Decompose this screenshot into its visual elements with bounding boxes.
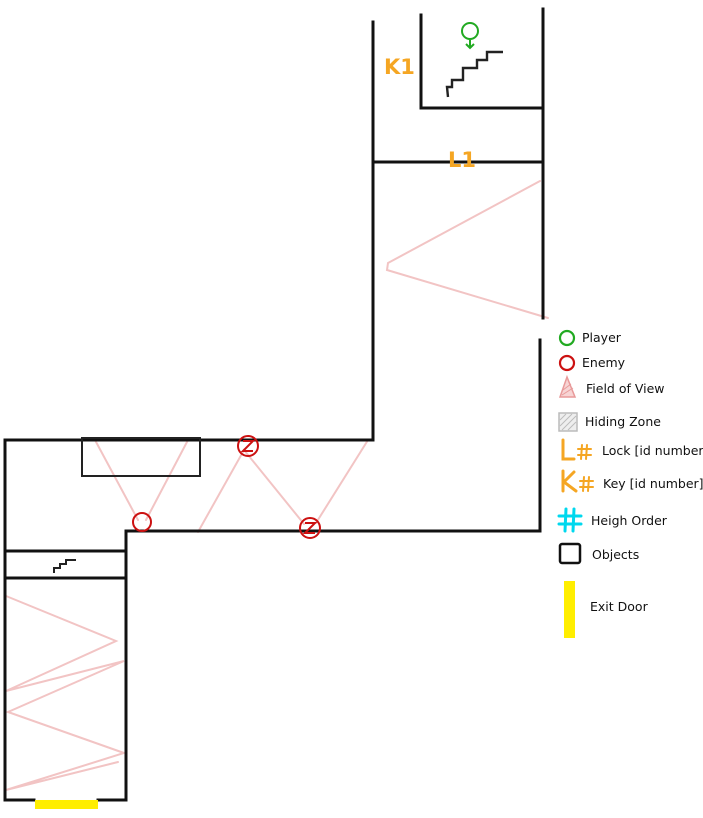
player-circle-icon (558, 329, 576, 347)
stairs-icon (445, 50, 503, 98)
legend-lock-label: Lock [id number] (602, 443, 703, 458)
fov-upper-room (385, 180, 549, 319)
lock-l-hash-icon (561, 438, 592, 461)
exit-door-bar-icon (564, 581, 575, 638)
sleeping-enemy-icon (299, 517, 321, 539)
legend-field-of-view-label: Field of View (586, 381, 665, 396)
legend-height-order-label: Heigh Order (591, 513, 667, 528)
legend-objects-label: Objects (592, 547, 640, 562)
legend-hiding-zone-label: Hiding Zone (585, 414, 661, 429)
key-label: K1 (384, 55, 415, 79)
field-of-view-cone-icon (558, 374, 577, 398)
legend-player-label: Player (582, 330, 621, 345)
legend-enemy-label: Enemy (582, 355, 626, 370)
lock-label: L1 (448, 148, 476, 172)
legend-key-label: Key [id number] (603, 476, 703, 491)
fov-corridor-enemy-2 (197, 448, 305, 533)
legend-icons (557, 329, 594, 638)
height-order-hash-icon (557, 507, 583, 533)
exit-door (35, 800, 98, 809)
enemy-circle-icon (558, 354, 576, 372)
enemy-icon (132, 512, 152, 532)
hiding-zone-hatched-square-icon (558, 412, 578, 432)
sleeping-enemy-icon (237, 435, 259, 457)
corridor-object (81, 437, 201, 477)
key-k-hash-icon (561, 469, 594, 493)
fov-lower-room (5, 595, 128, 791)
stairs-icon (53, 559, 76, 573)
walls (3, 7, 545, 802)
fields-of-view (5, 180, 549, 791)
legend-exit-door-label: Exit Door (590, 599, 648, 614)
fov-corridor-enemy-3 (315, 439, 369, 524)
player-icon (461, 22, 479, 50)
object-square-icon (558, 542, 582, 565)
fov-corridor-enemy-1 (94, 439, 189, 521)
